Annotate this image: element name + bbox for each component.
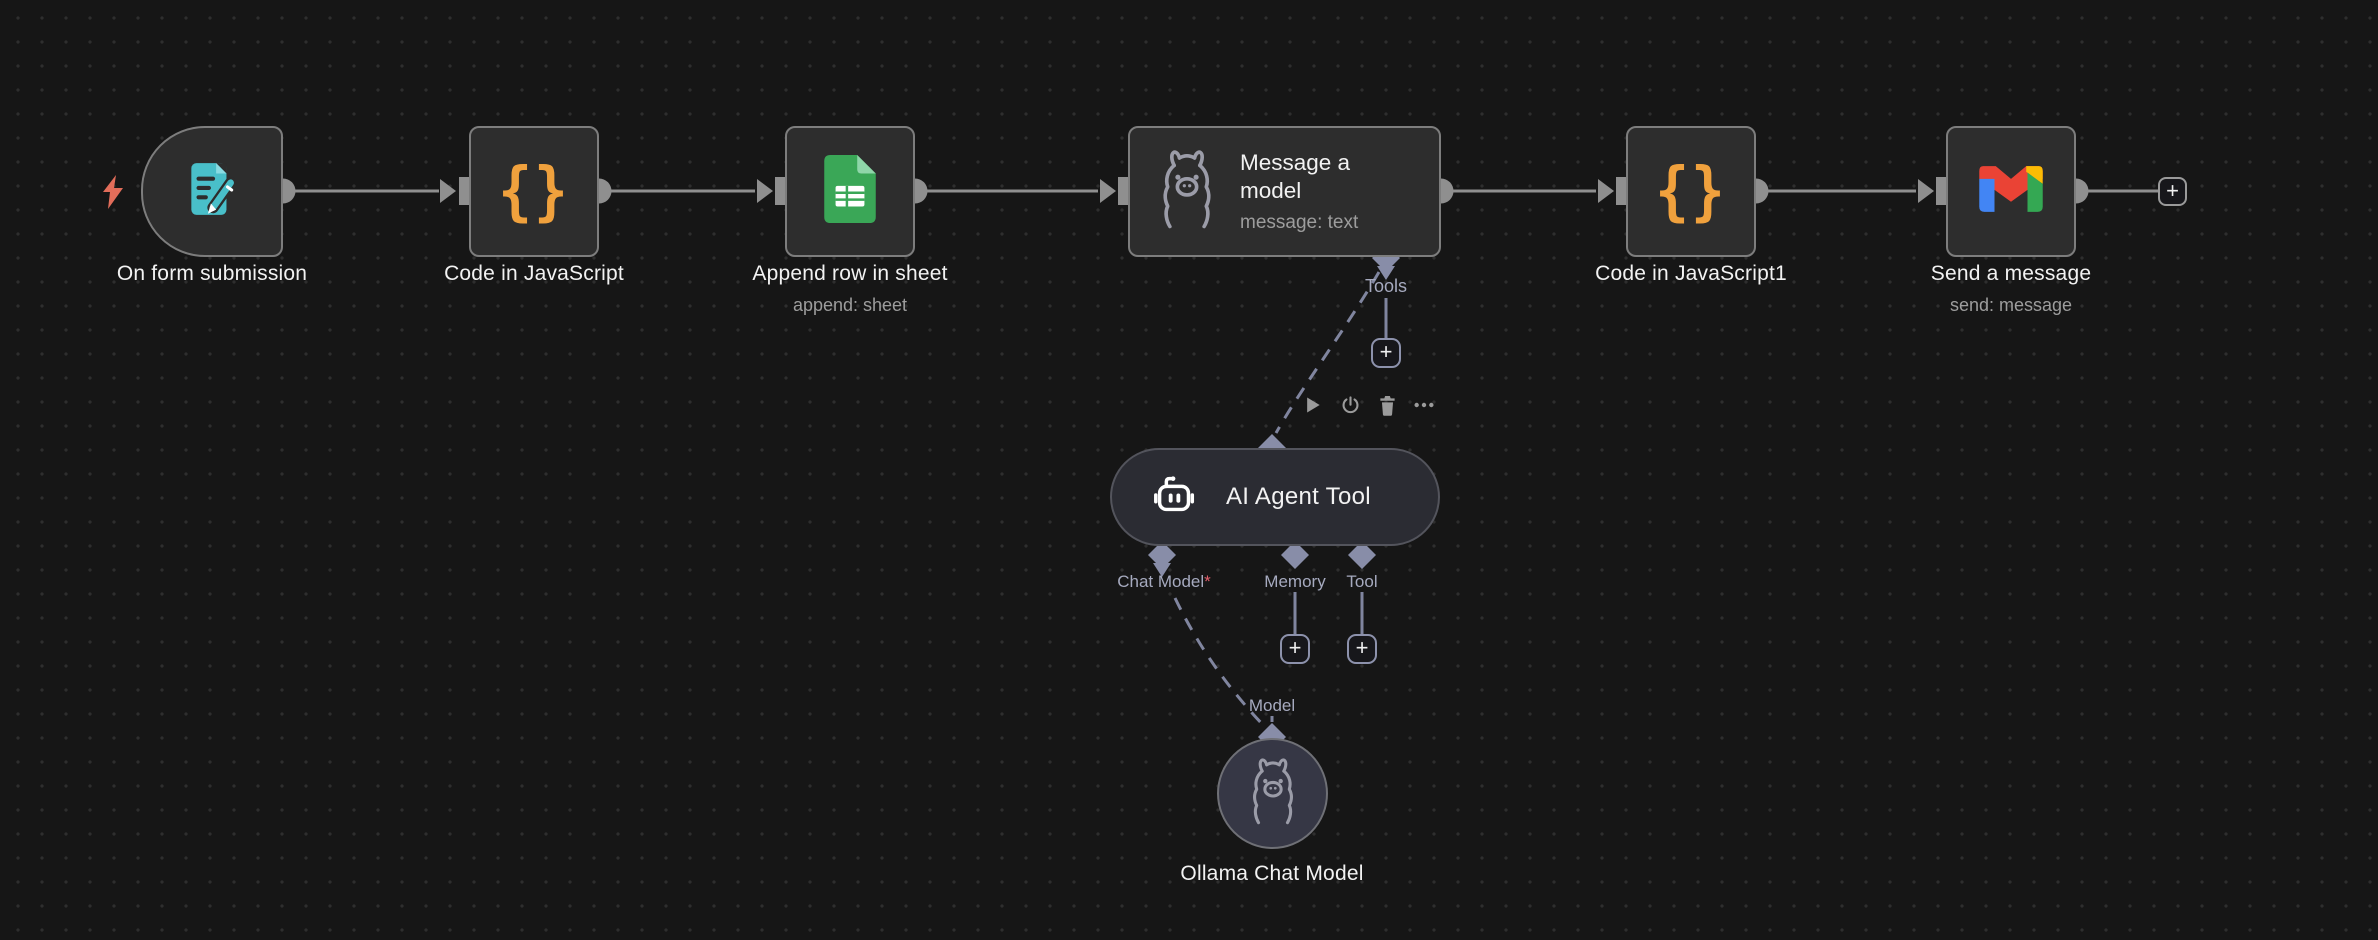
power-icon[interactable] xyxy=(1338,393,1362,417)
google-sheets-icon xyxy=(824,155,876,228)
node-code-in-javascript[interactable]: {} xyxy=(469,126,599,257)
node-label: Code in JavaScript xyxy=(444,262,624,285)
node-title: Message a model xyxy=(1240,150,1351,203)
tools-add-button[interactable]: + xyxy=(1371,338,1401,368)
gmail-icon xyxy=(1978,163,2044,220)
memory-port-label: Memory xyxy=(1264,572,1326,591)
llama-icon xyxy=(1244,753,1302,834)
chat-model-port-label: Chat Model* xyxy=(1117,572,1211,591)
node-title: AI Agent Tool xyxy=(1226,483,1371,510)
node-ai-agent-tool[interactable]: AI Agent Tool xyxy=(1110,448,1440,546)
add-node-button[interactable]: + xyxy=(2158,177,2187,206)
ellipsis-icon[interactable] xyxy=(1412,393,1436,417)
form-trigger-icon xyxy=(181,158,243,225)
required-marker: * xyxy=(1204,572,1211,591)
tool-port-label: Tool xyxy=(1346,572,1378,591)
input-connector[interactable] xyxy=(1100,177,1128,205)
lightning-bolt-icon xyxy=(100,174,126,215)
tool-add-button[interactable]: + xyxy=(1347,634,1377,664)
input-connector[interactable] xyxy=(1918,177,1946,205)
node-toolbar xyxy=(1301,393,1436,417)
input-connector[interactable] xyxy=(757,177,785,205)
model-port-label: Model xyxy=(1248,696,1296,715)
node-label: Ollama Chat Model xyxy=(1180,862,1364,885)
node-subtitle: append: sheet xyxy=(792,295,908,315)
node-append-row-in-sheet[interactable] xyxy=(785,126,915,257)
node-code-in-javascript1[interactable]: {} xyxy=(1626,126,1756,257)
input-connector[interactable] xyxy=(1598,177,1626,205)
code-braces-icon: {} xyxy=(498,154,570,229)
memory-add-button[interactable]: + xyxy=(1280,634,1310,664)
input-connector[interactable] xyxy=(440,177,469,205)
node-send-a-message[interactable] xyxy=(1946,126,2076,257)
node-label: On form submission xyxy=(116,262,308,285)
code-braces-icon: {} xyxy=(1655,154,1727,229)
play-icon[interactable] xyxy=(1301,393,1325,417)
tools-port-label: Tools xyxy=(1364,276,1408,296)
node-on-form-submission[interactable] xyxy=(141,126,283,257)
robot-icon xyxy=(1150,474,1200,521)
llama-icon xyxy=(1152,144,1222,239)
node-subtitle: message: text xyxy=(1240,212,1359,233)
trash-icon[interactable] xyxy=(1375,393,1399,417)
node-ollama-chat-model[interactable] xyxy=(1217,738,1328,849)
node-label: Code in JavaScript1 xyxy=(1595,262,1787,285)
node-label: Append row in sheet xyxy=(752,262,948,285)
node-label: Send a message xyxy=(1930,262,2092,285)
node-message-a-model[interactable]: Message a model message: text xyxy=(1128,126,1441,257)
node-subtitle: send: message xyxy=(1949,295,2073,315)
